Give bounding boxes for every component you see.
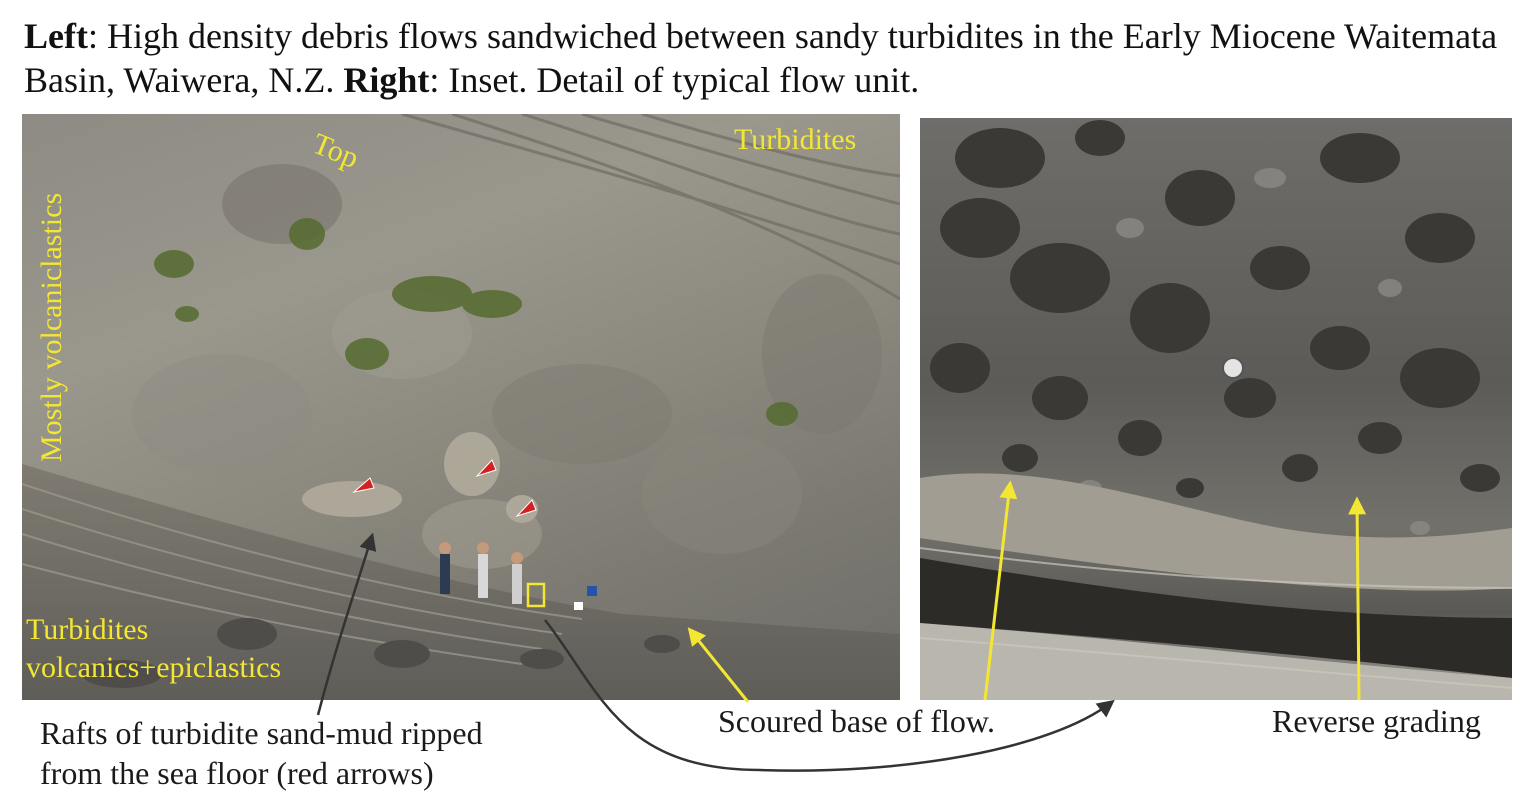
basal-sandstone xyxy=(920,473,1512,591)
rafts-caption-line2: from the sea floor (red arrows) xyxy=(40,755,434,791)
flow-unit-detail-illustration xyxy=(920,120,1512,700)
red-arrow-icon xyxy=(475,459,497,478)
red-arrow-icon xyxy=(515,499,537,518)
caption-left-text: : High density debris flows sandwiched b… xyxy=(24,16,1498,100)
coin-scale xyxy=(1222,357,1244,379)
inset-location-box xyxy=(526,582,546,608)
red-arrow-icon xyxy=(352,477,375,493)
turbidite-rafts xyxy=(302,432,538,523)
caption-right-label: Right xyxy=(343,60,430,100)
figure-caption: Left: High density debris flows sandwich… xyxy=(24,14,1514,102)
raft-arrows xyxy=(352,459,537,518)
upper-turbidite-beds xyxy=(401,114,900,301)
vegetation xyxy=(154,218,798,426)
scoured-base-caption: Scoured base of flow. xyxy=(718,703,995,739)
rafts-caption-line1: Rafts of turbidite sand-mud ripped xyxy=(40,715,483,751)
outcrop-overview-illustration xyxy=(22,114,900,700)
geologists-figures xyxy=(439,542,597,610)
caption-right-text: : Inset. Detail of typical flow unit. xyxy=(429,60,920,100)
pale-clasts xyxy=(1078,168,1430,535)
label-mostly-volcaniclastics: Mostly volcaniclastics xyxy=(35,192,68,462)
flow-unit-detail-photo xyxy=(920,118,1512,700)
outcrop-overview-photo: Top Turbidites Mostly volcaniclastics Tu… xyxy=(22,114,900,700)
label-turbidites-lower: Turbidites xyxy=(26,613,149,646)
caption-left-label: Left xyxy=(24,16,88,56)
debris-clasts xyxy=(930,120,1500,498)
reverse-grading-caption: Reverse grading xyxy=(1272,703,1481,739)
label-volcanics-epiclastics: volcanics+epiclastics xyxy=(26,651,282,684)
lower-bedding-lines xyxy=(22,483,583,665)
dark-mudstone-band xyxy=(920,558,1512,678)
label-turbidites-upper: Turbidites xyxy=(734,123,857,156)
